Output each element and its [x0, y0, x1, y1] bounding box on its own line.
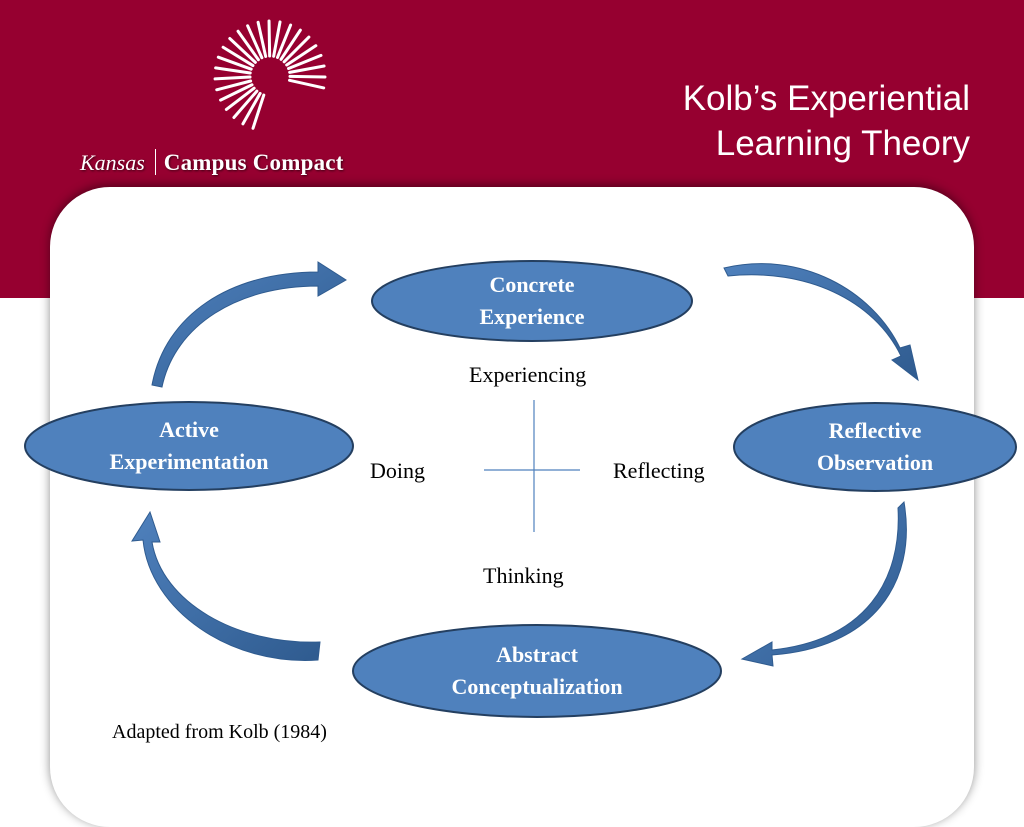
axis-label-reflecting: Reflecting	[613, 458, 705, 483]
logo-ray	[251, 93, 266, 130]
logo-ray	[241, 91, 262, 126]
logo-ray	[287, 53, 323, 71]
logo-ray	[213, 75, 252, 81]
logo-divider	[154, 149, 156, 175]
active-experimentation-ellipse	[24, 401, 354, 491]
title-line-2: Learning Theory	[715, 124, 970, 163]
kolb-cycle-diagram	[24, 260, 1017, 718]
logo-ray	[214, 66, 252, 75]
axis-label-experiencing: Experiencing	[469, 362, 587, 387]
reflective-observation-ellipse	[733, 402, 1017, 492]
logo-ray	[267, 19, 272, 58]
logo-ray	[215, 79, 253, 92]
logo-ray	[279, 28, 302, 61]
logo-ray	[221, 45, 255, 68]
logo-ray	[228, 36, 257, 64]
logo-ray	[232, 89, 259, 120]
logo-ray	[288, 78, 326, 90]
logo-ray	[288, 64, 326, 74]
logo-campus-compact-text: Campus Compact	[163, 150, 344, 175]
abstract-conceptualization-ellipse	[352, 624, 722, 718]
logo-ray	[219, 83, 254, 102]
logo-ray	[275, 23, 293, 59]
logo-ray	[236, 29, 260, 62]
cycle-arrow-experimentation-to-experience	[151, 261, 347, 388]
axis-label-doing: Doing	[370, 458, 425, 483]
logo-ray	[246, 24, 264, 60]
logo-ray	[224, 86, 256, 111]
concrete-experience-ellipse	[371, 260, 693, 342]
cycle-arrow-experience-to-reflection	[723, 263, 919, 382]
logo-wordmark: Kansas Campus Compact	[80, 149, 344, 176]
cycle-arrow-conceptualization-to-experimentation	[131, 510, 321, 661]
logo-ray	[282, 35, 311, 64]
logo-ray	[216, 55, 253, 71]
logo-ray	[256, 20, 268, 58]
logo-kansas-text: Kansas	[80, 150, 145, 175]
logo-ray	[285, 44, 318, 67]
logo-ray	[272, 20, 282, 58]
logo-ray	[288, 74, 327, 79]
page-title: Kolb’s Experiential Learning Theory	[530, 76, 970, 166]
axis-label-thinking: Thinking	[483, 563, 564, 588]
cycle-arrow-reflection-to-conceptualization	[740, 500, 907, 667]
campus-compact-logo-icon	[213, 19, 327, 130]
source-caption: Adapted from Kolb (1984)	[112, 721, 327, 743]
title-line-1: Kolb’s Experiential	[682, 79, 970, 118]
